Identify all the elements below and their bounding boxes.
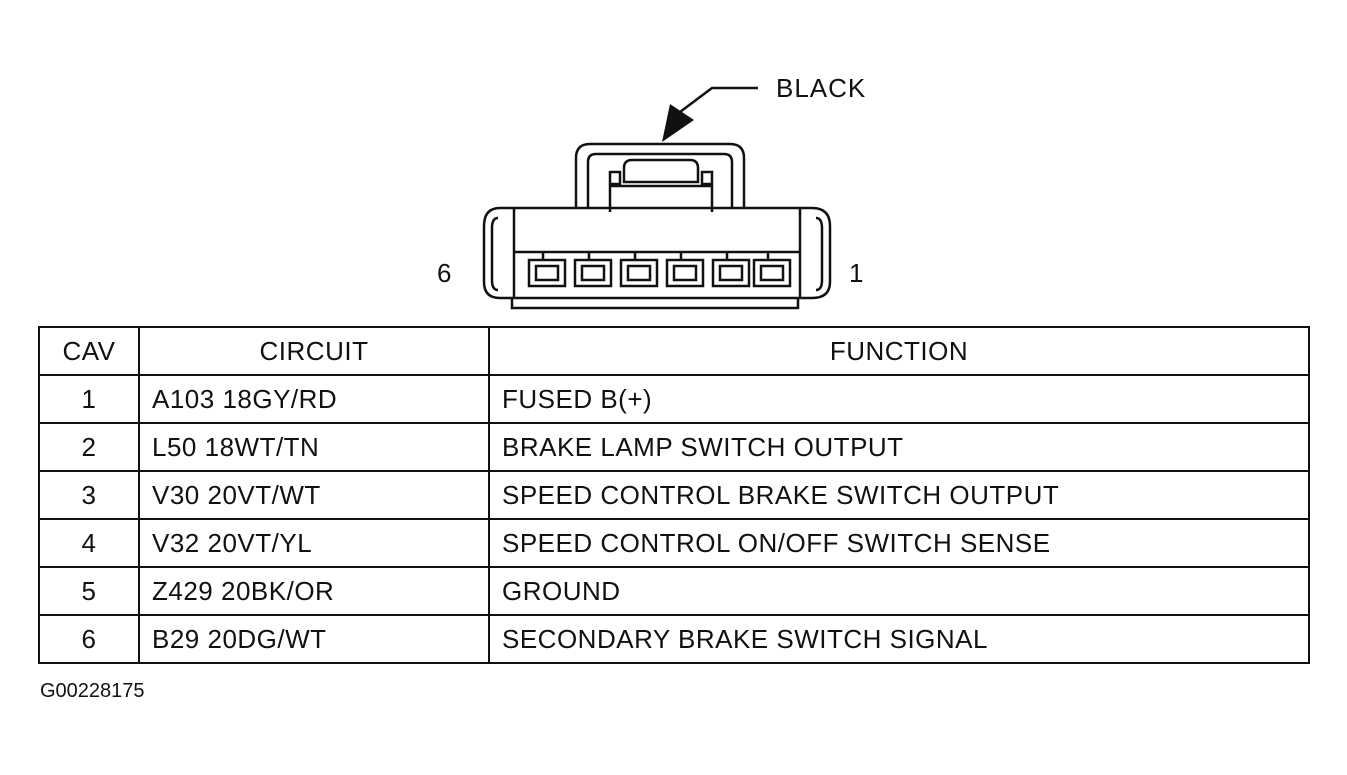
table-row: 2 L50 18WT/TN BRAKE LAMP SWITCH OUTPUT xyxy=(38,422,1310,472)
table-row: 4 V32 20VT/YL SPEED CONTROL ON/OFF SWITC… xyxy=(38,518,1310,568)
color-callout-arrow xyxy=(662,86,758,142)
cav-cell: 2 xyxy=(38,422,140,472)
figure-id: G00228175 xyxy=(40,680,145,702)
header-function: FUNCTION xyxy=(488,326,1310,376)
function-cell: GROUND xyxy=(488,566,1310,616)
table-row: 6 B29 20DG/WT SECONDARY BRAKE SWITCH SIG… xyxy=(38,614,1310,664)
cavity-6 xyxy=(527,252,567,288)
table-row: 5 Z429 20BK/OR GROUND xyxy=(38,566,1310,616)
cav-cell: 3 xyxy=(38,470,140,520)
circuit-cell: Z429 20BK/OR xyxy=(138,566,490,616)
cavity-5 xyxy=(573,252,613,288)
header-cav: CAV xyxy=(38,326,140,376)
circuit-cell: B29 20DG/WT xyxy=(138,614,490,664)
cavity-3 xyxy=(665,252,705,288)
table-header-row: CAV CIRCUIT FUNCTION xyxy=(38,326,1310,376)
cavity-4 xyxy=(619,252,659,288)
header-circuit: CIRCUIT xyxy=(138,326,490,376)
cavity-1 xyxy=(752,252,792,288)
connector-body xyxy=(482,206,832,310)
connector-diagram: BLACK 6 1 xyxy=(437,73,866,310)
cav-cell: 6 xyxy=(38,614,140,664)
circuit-cell: V32 20VT/YL xyxy=(138,518,490,568)
cav-cell: 4 xyxy=(38,518,140,568)
pin-1-label: 1 xyxy=(849,258,864,288)
connector-color-label: BLACK xyxy=(776,73,866,103)
cavity-2 xyxy=(711,252,751,288)
circuit-cell: L50 18WT/TN xyxy=(138,422,490,472)
function-cell: SECONDARY BRAKE SWITCH SIGNAL xyxy=(488,614,1310,664)
function-cell: SPEED CONTROL BRAKE SWITCH OUTPUT xyxy=(488,470,1310,520)
connector-latch xyxy=(574,142,746,212)
circuit-cell: V30 20VT/WT xyxy=(138,470,490,520)
pin-6-label: 6 xyxy=(437,258,452,288)
cav-cell: 5 xyxy=(38,566,140,616)
connector-cavities xyxy=(527,252,792,288)
pinout-table: CAV CIRCUIT FUNCTION 1 A103 18GY/RD FUSE… xyxy=(38,326,1310,664)
cav-cell: 1 xyxy=(38,374,140,424)
circuit-cell: A103 18GY/RD xyxy=(138,374,490,424)
function-cell: SPEED CONTROL ON/OFF SWITCH SENSE xyxy=(488,518,1310,568)
table-row: 1 A103 18GY/RD FUSED B(+) xyxy=(38,374,1310,424)
function-cell: BRAKE LAMP SWITCH OUTPUT xyxy=(488,422,1310,472)
table-row: 3 V30 20VT/WT SPEED CONTROL BRAKE SWITCH… xyxy=(38,470,1310,520)
function-cell: FUSED B(+) xyxy=(488,374,1310,424)
